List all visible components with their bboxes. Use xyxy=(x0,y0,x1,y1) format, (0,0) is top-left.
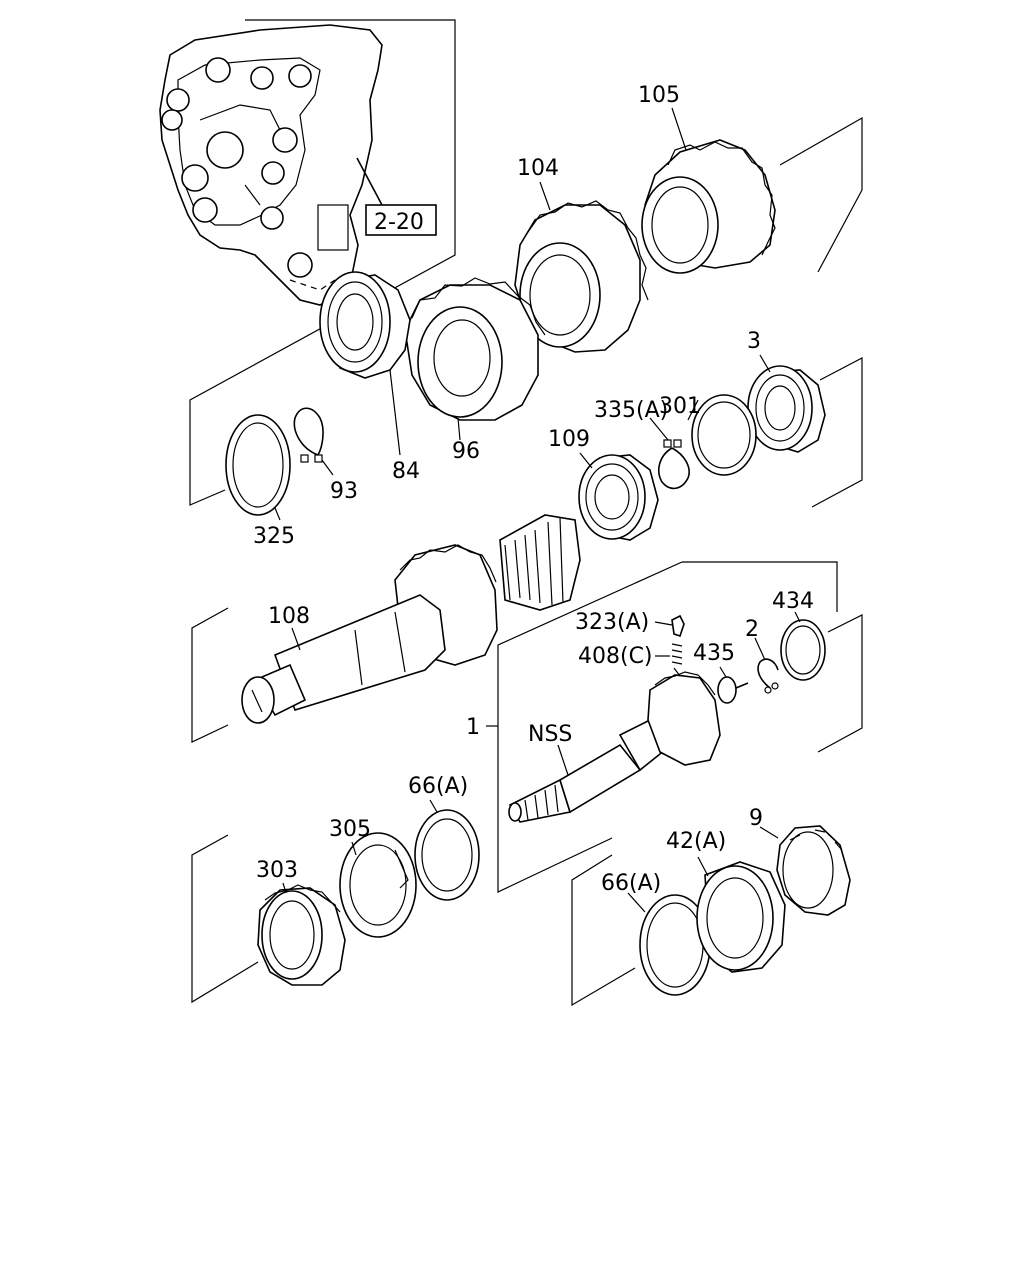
gear-96 xyxy=(404,277,546,421)
sleeve-42a xyxy=(696,861,786,973)
label-66a-bottom: 66(A) xyxy=(601,871,661,896)
bearing-109 xyxy=(578,454,659,541)
label-408c: 408(C) xyxy=(578,644,653,669)
gear-104 xyxy=(514,200,649,353)
spring-408c xyxy=(671,643,683,677)
label-335a: 335(A) xyxy=(594,398,668,423)
gear-105 xyxy=(641,139,776,274)
synchro-305 xyxy=(339,832,417,938)
label-108: 108 xyxy=(268,604,310,629)
ref-box-label: 2-20 xyxy=(374,210,424,235)
label-303: 303 xyxy=(256,858,298,883)
label-305: 305 xyxy=(329,817,371,842)
group-frame-shaft xyxy=(191,607,229,743)
label-104: 104 xyxy=(517,156,559,181)
ring-301 xyxy=(691,394,757,476)
label-435: 435 xyxy=(693,641,735,666)
part-435 xyxy=(717,676,749,704)
assembly-nss xyxy=(508,671,721,823)
label-84: 84 xyxy=(392,459,420,484)
label-325: 325 xyxy=(253,524,295,549)
group-frame-bottom-right xyxy=(571,854,636,1007)
pin-323a xyxy=(671,614,685,638)
label-66a-top: 66(A) xyxy=(408,774,468,799)
label-2: 2 xyxy=(745,617,759,642)
label-9: 9 xyxy=(749,806,763,831)
group-frame-bottom-left xyxy=(191,834,259,1004)
bearing-84 xyxy=(319,271,411,379)
bearing-3 xyxy=(747,365,826,453)
snap-ring-2 xyxy=(757,658,779,694)
gear-303 xyxy=(257,884,346,986)
label-nss: NSS xyxy=(528,722,572,747)
label-96: 96 xyxy=(452,439,480,464)
label-42a: 42(A) xyxy=(666,829,726,854)
shaft-108 xyxy=(241,514,581,724)
label-105: 105 xyxy=(638,83,680,108)
label-109: 109 xyxy=(548,427,590,452)
label-3: 3 xyxy=(747,329,761,354)
snap-ring-93 xyxy=(293,407,324,463)
label-323a: 323(A) xyxy=(575,610,649,635)
group-frame-assembly-1 xyxy=(486,561,863,893)
label-1: 1 xyxy=(466,715,480,740)
label-301: 301 xyxy=(659,394,701,419)
label-93: 93 xyxy=(330,479,358,504)
label-434: 434 xyxy=(772,589,814,614)
ref-leader xyxy=(356,157,383,206)
ring-66a-top xyxy=(414,809,480,901)
ring-434 xyxy=(780,619,826,681)
ring-325 xyxy=(225,414,291,516)
hub-9 xyxy=(776,825,851,916)
transmission-housing xyxy=(159,24,383,306)
snap-ring-335a xyxy=(658,439,690,490)
ref-box xyxy=(365,204,437,236)
